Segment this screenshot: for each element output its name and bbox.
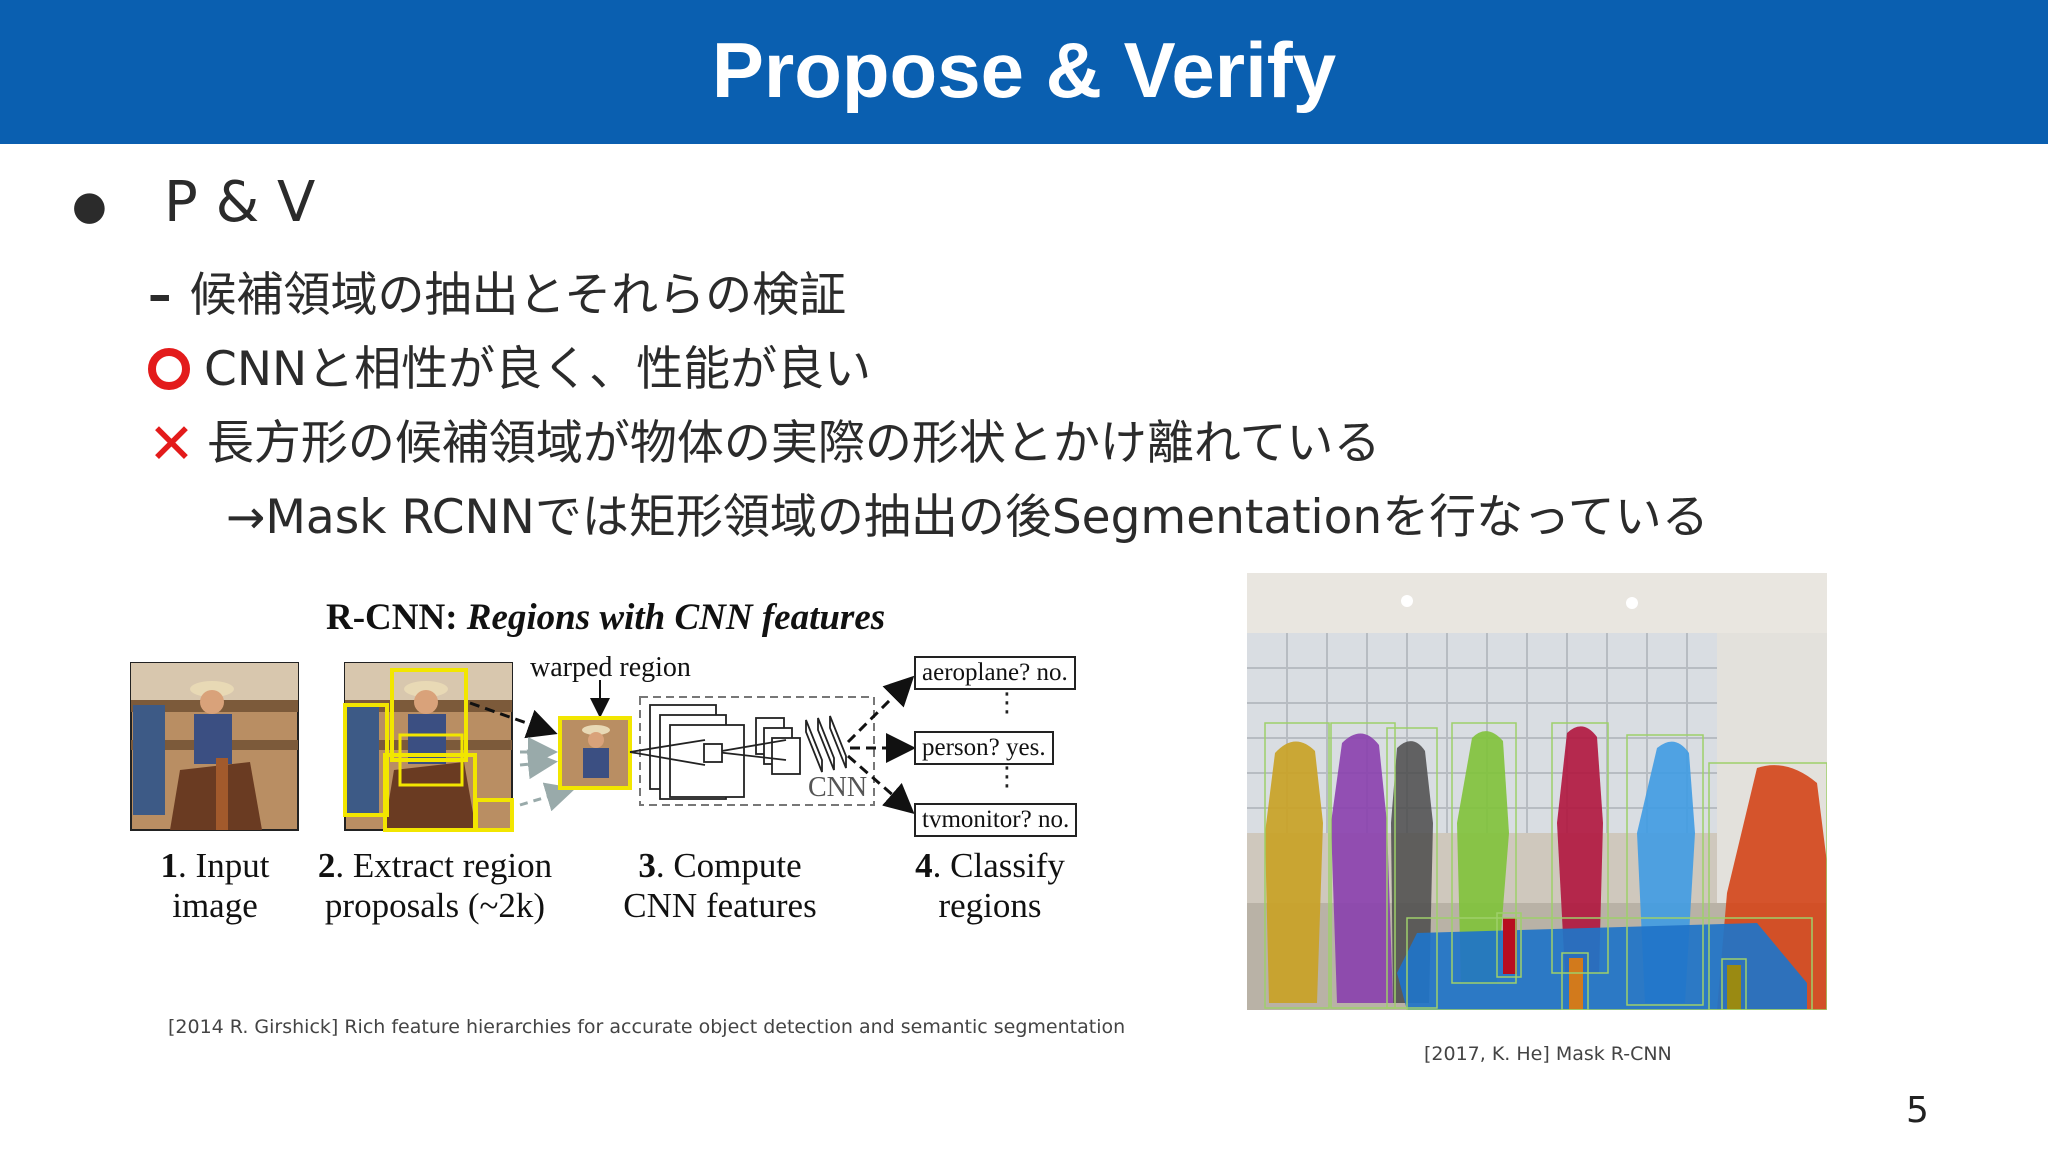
bullet-note-line: →Mask RCNNでは矩形領域の抽出の後Segmentationを行なっている [226, 478, 1709, 547]
bullet-main-text: P & V [164, 170, 316, 235]
rcnn-title-bold: R-CNN: [326, 597, 458, 638]
vertical-dots-icon: ⋮ [994, 688, 1020, 718]
rcnn-caption: [2014 R. Girshick] Rich feature hierarch… [168, 1016, 1126, 1038]
output-box-aeroplane: aeroplane? no. [914, 656, 1076, 690]
dash-icon: – [148, 268, 172, 323]
vertical-dots-icon: ⋮ [994, 762, 1020, 792]
bullet-dash-line: –候補領域の抽出とそれらの検証 [148, 256, 846, 325]
con-line-text: 長方形の候補領域が物体の実際の形状とかけ離れている [206, 416, 1381, 471]
mask-rcnn-image [1247, 573, 1827, 1010]
proposals-image [343, 662, 514, 832]
input-image [130, 662, 299, 831]
output-box-person: person? yes. [914, 731, 1054, 765]
bullet-con-line: ✕長方形の候補領域が物体の実際の形状とかけ離れている [148, 404, 1381, 477]
rcnn-title-italic: Regions with CNN features [466, 597, 886, 638]
red-cross-icon: ✕ [148, 412, 195, 477]
dash-line-text: 候補領域の抽出とそれらの検証 [189, 268, 847, 323]
page-number: 5 [1906, 1090, 1929, 1131]
slide-title: Propose & Verify [711, 26, 1337, 114]
warped-region-label: warped region [530, 652, 691, 683]
output-box-tvmonitor: tvmonitor? no. [914, 803, 1078, 837]
title-bar [0, 0, 2048, 144]
red-circle-icon [148, 348, 190, 390]
cnn-label: CNN [808, 772, 868, 803]
mask-rcnn-caption: [2017, K. He] Mask R-CNN [1424, 1043, 1672, 1065]
warped-region-image [558, 716, 632, 790]
note-line-text: →Mask RCNNでは矩形領域の抽出の後Segmentationを行なっている [226, 490, 1709, 545]
rcnn-figure-title: R-CNN: Regions with CNN features [326, 596, 885, 639]
pro-line-text: CNNと相性が良く、性能が良い [204, 342, 872, 397]
bullet-dot-icon: ● [72, 182, 107, 229]
bullet-pro-line: CNNと相性が良く、性能が良い [148, 330, 871, 399]
bullet-main: ● P & V [72, 170, 315, 235]
